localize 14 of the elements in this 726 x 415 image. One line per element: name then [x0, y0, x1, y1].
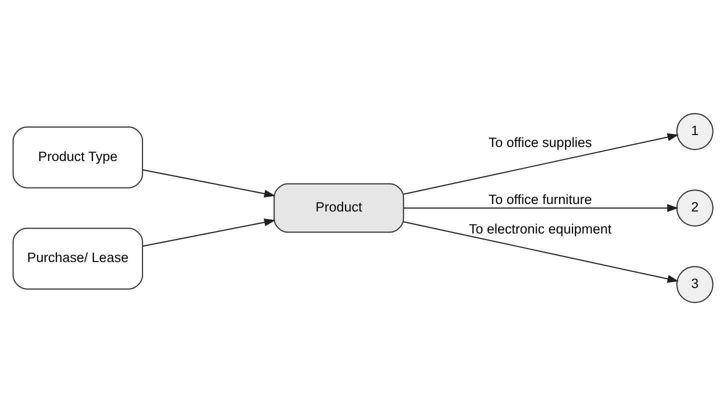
edge-label: To electronic equipment: [468, 220, 612, 236]
node-circle: 2: [676, 188, 714, 226]
arrow: [142, 168, 276, 198]
arrow: [403, 220, 679, 282]
node-box: Product: [274, 182, 404, 232]
node-circle: 3: [676, 265, 714, 303]
edge-label: To office supplies: [488, 134, 592, 150]
arrow: [404, 204, 678, 212]
arrow: [403, 132, 679, 194]
edge-label: To office furniture: [488, 192, 592, 207]
arrow: [142, 218, 276, 246]
node-box: Product Type: [12, 126, 144, 188]
node-circle: 1: [676, 112, 714, 150]
node-box: Purchase/ Lease: [12, 227, 144, 290]
